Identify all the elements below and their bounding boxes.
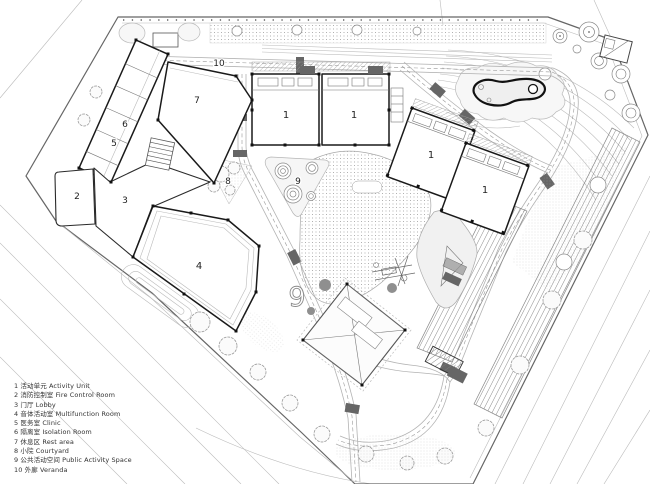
stepped-terrace-band bbox=[473, 127, 641, 419]
label-courtyard: 8 bbox=[225, 177, 231, 187]
building-1-columns bbox=[250, 72, 391, 147]
legend-item-5: 5 医务室 Clinic bbox=[14, 419, 61, 428]
central-playground bbox=[299, 150, 432, 305]
building-1b bbox=[321, 66, 390, 146]
label-building-1a: 1 bbox=[283, 110, 289, 121]
sand-pool-area bbox=[455, 61, 566, 123]
tree-clusters bbox=[77, 85, 593, 471]
label-isolation: 6 bbox=[122, 120, 128, 130]
building-1a bbox=[251, 66, 320, 146]
label-public-space: 9 bbox=[295, 177, 301, 187]
play-mound-area bbox=[416, 210, 478, 309]
stair-1 bbox=[390, 87, 404, 123]
ground-planting bbox=[240, 312, 284, 352]
shrub bbox=[387, 283, 397, 293]
lobby-stair bbox=[144, 137, 176, 171]
legend-item-10: 10 外廊 Veranda bbox=[14, 465, 68, 474]
running-track bbox=[416, 196, 528, 384]
veranda-strip bbox=[251, 61, 391, 72]
tent-structure bbox=[296, 277, 412, 392]
corner-trees bbox=[538, 21, 641, 123]
public-space-9 bbox=[264, 156, 330, 217]
label-lobby: 3 bbox=[122, 196, 128, 206]
shrub bbox=[319, 279, 331, 291]
ground-planting bbox=[335, 434, 455, 470]
planting-band bbox=[209, 22, 547, 44]
shrub bbox=[307, 307, 315, 315]
legend-item-7: 7 休息区 Rest area bbox=[14, 437, 74, 446]
label-clinic: 5 bbox=[111, 139, 117, 149]
building-4-multifunction bbox=[121, 204, 261, 333]
legend-item-2: 2 消防控制室 Fire Control Room bbox=[14, 391, 116, 400]
label-building-1c: 1 bbox=[428, 150, 434, 161]
small-structure bbox=[152, 32, 179, 48]
building-7-rest-area bbox=[157, 61, 253, 184]
legend-item-1: 1 活动单元 Activity Unit bbox=[14, 382, 90, 390]
street-trees bbox=[231, 24, 422, 37]
plan-labels: 1 1 1 1 2 3 4 5 6 7 8 9 10 9 bbox=[73, 58, 490, 314]
label-fire-control: 2 bbox=[74, 192, 80, 202]
legend-item-6: 6 隔离室 Isolation Room bbox=[14, 428, 92, 437]
legend: 1 活动单元 Activity Unit 2 消防控制室 Fire Contro… bbox=[14, 382, 132, 475]
label-public-space-large: 9 bbox=[288, 282, 305, 313]
label-building-1b: 1 bbox=[351, 110, 357, 121]
legend-item-4: 4 音体活动室 Multifunction Room bbox=[14, 409, 121, 418]
top-landscape-strip bbox=[118, 22, 553, 63]
label-multifunction: 4 bbox=[196, 261, 202, 272]
activity-unit-buildings bbox=[250, 61, 533, 236]
left-building-cluster bbox=[54, 38, 254, 258]
building-1d bbox=[439, 133, 533, 236]
label-building-1d: 1 bbox=[482, 185, 488, 196]
room-2-fire-control bbox=[54, 168, 96, 227]
play-equipment bbox=[371, 255, 416, 287]
label-rest-area: 7 bbox=[194, 96, 200, 106]
label-veranda: 10 bbox=[213, 59, 225, 69]
legend-item-8: 8 小院 Courtyard bbox=[14, 447, 70, 456]
kidney-pool bbox=[472, 77, 546, 107]
legend-item-3: 3 门厅 Lobby bbox=[14, 400, 56, 409]
corner-pavilion bbox=[599, 34, 633, 64]
legend-item-9: 9 公共活动空间 Public Activity Space bbox=[14, 456, 132, 465]
lobby-3 bbox=[93, 161, 211, 258]
